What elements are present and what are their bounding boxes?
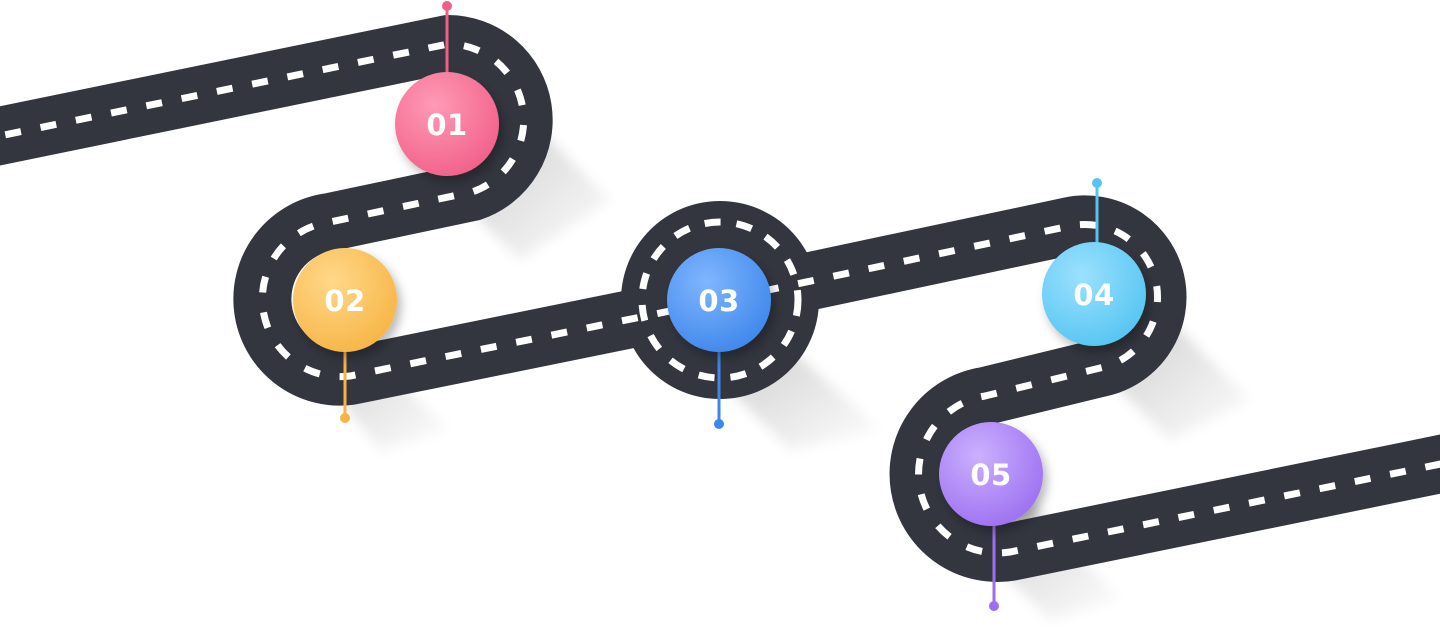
milestone-05-label: 05 <box>970 458 1011 492</box>
milestone-01: 01 <box>395 72 499 176</box>
pin-dot-icon <box>1092 178 1102 188</box>
milestone-pins <box>340 1 1102 611</box>
milestone-05-circle <box>939 422 1043 526</box>
milestone-02-circle <box>293 248 397 352</box>
milestone-03-pin <box>714 340 724 429</box>
road-surface <box>0 15 1440 582</box>
milestone-02-pin <box>340 340 350 423</box>
milestone-02-label: 02 <box>324 284 365 318</box>
milestone-04-circle <box>1042 242 1146 346</box>
pin-dot-icon <box>340 413 350 423</box>
milestone-05: 05 <box>939 422 1043 526</box>
milestones: 01 02 03 04 05 <box>293 72 1146 526</box>
milestone-01-circle <box>395 72 499 176</box>
milestone-02: 02 <box>293 248 397 352</box>
roundabout-lane-marking <box>638 218 802 382</box>
milestone-03-label: 03 <box>698 284 739 318</box>
pin-dot-icon <box>989 601 999 611</box>
milestone-03-circle <box>667 248 771 352</box>
milestone-01-label: 01 <box>426 108 467 142</box>
milestone-03: 03 <box>667 248 771 352</box>
milestone-04-pin <box>1092 178 1102 250</box>
pin-dot-icon <box>442 1 452 11</box>
milestone-04: 04 <box>1042 242 1146 346</box>
milestone-05-pin <box>989 515 999 611</box>
milestone-04-label: 04 <box>1073 278 1114 312</box>
pin-dot-icon <box>714 419 724 429</box>
milestone-01-pin <box>442 1 452 80</box>
